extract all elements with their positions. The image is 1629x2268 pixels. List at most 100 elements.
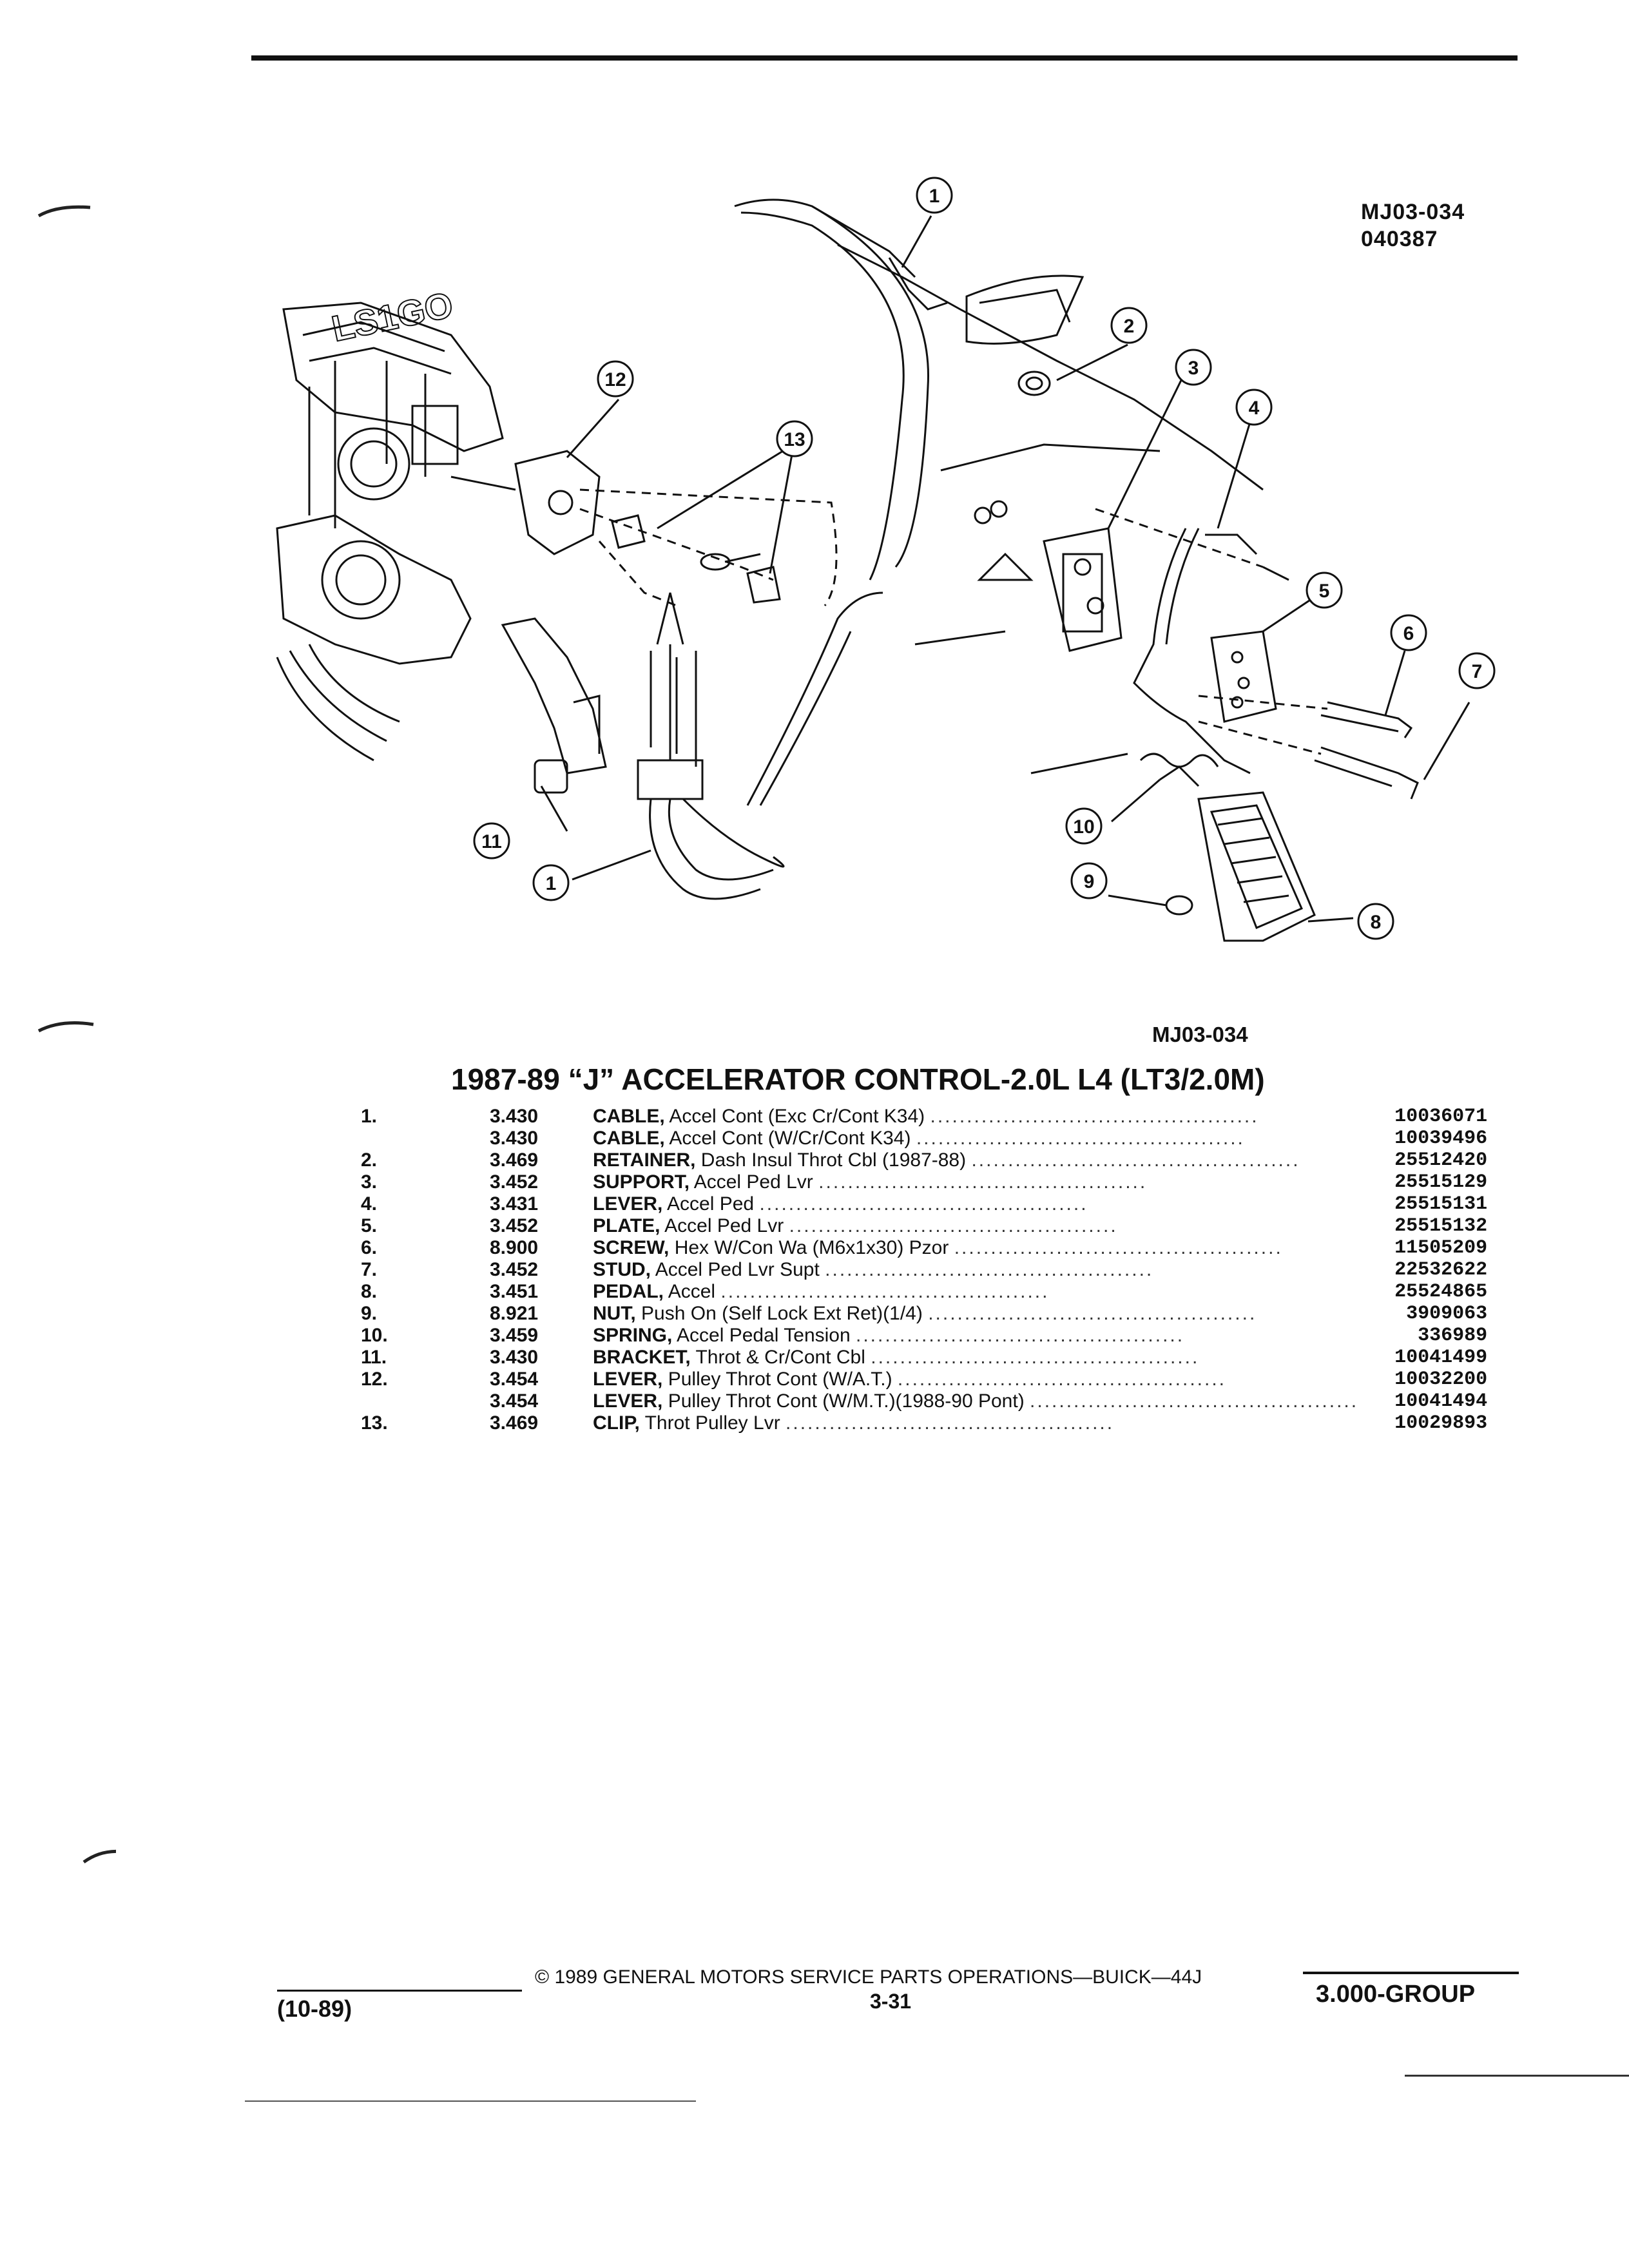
group-number: 3.452 [490,1259,539,1280]
part-description: SUPPORT, Accel Ped Lvr .................… [593,1171,1358,1193]
part-number: 22532622 [1394,1259,1488,1281]
group-number: 3.430 [490,1106,539,1127]
item-index: 4. [361,1193,378,1215]
part-name: LEVER, [593,1369,663,1390]
part-number: 10032200 [1394,1369,1488,1390]
part-description: LEVER, Pulley Throt Cont (W/A.T.) ......… [593,1369,1358,1390]
parts-row: 9. 8.921 NUT, Push On (Self Lock Ext Ret)(… [361,1303,1487,1325]
engine-badge: LS1GO [328,284,456,349]
item-index [361,1390,490,1412]
part-detail: Accel Cont (Exc Cr/Cont K34) [669,1106,925,1127]
footer-rule-left [277,1990,522,1992]
part-name: LEVER, [593,1390,663,1412]
item-index: 8. [361,1281,378,1302]
part-description: PEDAL, Accel ...........................… [593,1281,1358,1303]
leader-dots: ........................................… [871,1347,1200,1368]
leader-dots: ........................................… [916,1128,1245,1149]
part-detail: Accel [668,1281,716,1302]
callout-3: 3 [1188,358,1199,379]
part-name: NUT, [593,1303,636,1324]
group-number: 3.452 [490,1171,539,1193]
callout-circle [1110,307,1148,344]
part-detail: Pulley Throt Cont (W/A.T.) [668,1369,892,1390]
part-number: 10039496 [1394,1128,1488,1149]
callout-circle [916,177,953,214]
part-detail: Accel Ped Lvr Supt [655,1259,820,1280]
part-name: STUD, [593,1259,651,1280]
part-description: RETAINER, Dash Insul Throt Cbl (1987-88)… [593,1149,1358,1171]
part-number: 3909063 [1406,1303,1488,1325]
callout-1a: 1 [929,186,940,207]
leader-dots: ........................................… [759,1193,1088,1215]
group-number: 8.921 [490,1303,539,1324]
callout-circle [1306,572,1343,609]
part-name: PLATE, [593,1215,660,1236]
figure-code: MJ03-034 [1152,1023,1248,1046]
part-number: 10041499 [1394,1347,1488,1369]
diagram-ref-date: 040387 [1361,227,1438,251]
part-detail: Throt Pulley Lvr [644,1412,780,1434]
item-index: 5. [361,1215,378,1236]
part-description: NUT, Push On (Self Lock Ext Ret)(1/4) ..… [593,1303,1358,1325]
group-number: 3.469 [490,1149,539,1171]
footer-rule-right [1303,1972,1519,1974]
callout-13: 13 [784,429,805,450]
part-detail: Dash Insul Throt Cbl (1987-88) [700,1149,967,1171]
parts-table: 1. 3.430 CABLE, Accel Cont (Exc Cr/Cont K3… [361,1106,1487,1434]
item-index: 1. [361,1106,378,1127]
item-index: 13. [361,1412,388,1434]
item-index: 3. [361,1171,378,1193]
callout-circle [1458,652,1496,689]
group-number: 3.454 [490,1369,539,1390]
part-name: CABLE, [593,1106,665,1127]
top-rule [251,55,1518,61]
item-index: 9. [361,1303,378,1324]
part-description: CABLE, Accel Cont (Exc Cr/Cont K34) ....… [593,1106,1358,1128]
callout-circle [473,822,510,860]
parts-row: 1. 3.430 CABLE, Accel Cont (Exc Cr/Cont K3… [361,1106,1487,1128]
part-number: 25524865 [1394,1281,1488,1303]
group-number: 3.469 [490,1412,539,1434]
callout-circle [776,420,813,457]
part-name: SPRING, [593,1325,673,1346]
group-number: 8.900 [490,1237,539,1258]
group-number: 3.459 [490,1325,539,1346]
part-detail: Throt & Cr/Cont Cbl [695,1347,865,1368]
footer-group: 3.000-GROUP [1316,1981,1476,2008]
part-number: 10036071 [1394,1106,1488,1128]
callout-circle [1175,349,1212,386]
part-number: 25515131 [1394,1193,1488,1215]
part-detail: Push On (Self Lock Ext Ret)(1/4) [641,1303,923,1324]
part-description: CLIP, Throt Pulley Lvr .................… [593,1412,1358,1434]
group-number: 3.454 [490,1390,539,1412]
part-number: 25515129 [1394,1171,1488,1193]
part-description: LEVER, Pulley Throt Cont (W/M.T.)(1988-9… [593,1390,1358,1412]
part-number: 25515132 [1394,1215,1488,1237]
bottom-scan-line [245,2100,696,2102]
item-index: 6. [361,1237,378,1258]
part-description: SCREW, Hex W/Con Wa (M6x1x30) Pzor .....… [593,1237,1358,1259]
item-index: 2. [361,1149,378,1171]
item-index: 11. [361,1347,387,1368]
callout-8: 8 [1371,912,1382,933]
callout-circle [532,864,570,901]
callout-circle [1357,903,1394,940]
part-number: 336989 [1418,1325,1488,1347]
part-detail: Accel Ped Lvr [693,1171,813,1193]
callout-9: 9 [1084,871,1095,892]
leader-dots: ........................................… [971,1149,1300,1171]
leader-dots: ........................................… [825,1259,1154,1280]
leader-dots: ........................................… [786,1412,1115,1434]
group-number: 3.430 [490,1128,539,1149]
callout-circle [1390,614,1427,651]
callout-4: 4 [1249,398,1260,419]
leader-dots: ........................................… [720,1281,1050,1302]
leader-dots: ........................................… [928,1303,1257,1324]
part-detail: Pulley Throt Cont (W/M.T.)(1988-90 Pont) [668,1390,1025,1412]
bottom-scan-line-right [1405,2075,1629,2077]
